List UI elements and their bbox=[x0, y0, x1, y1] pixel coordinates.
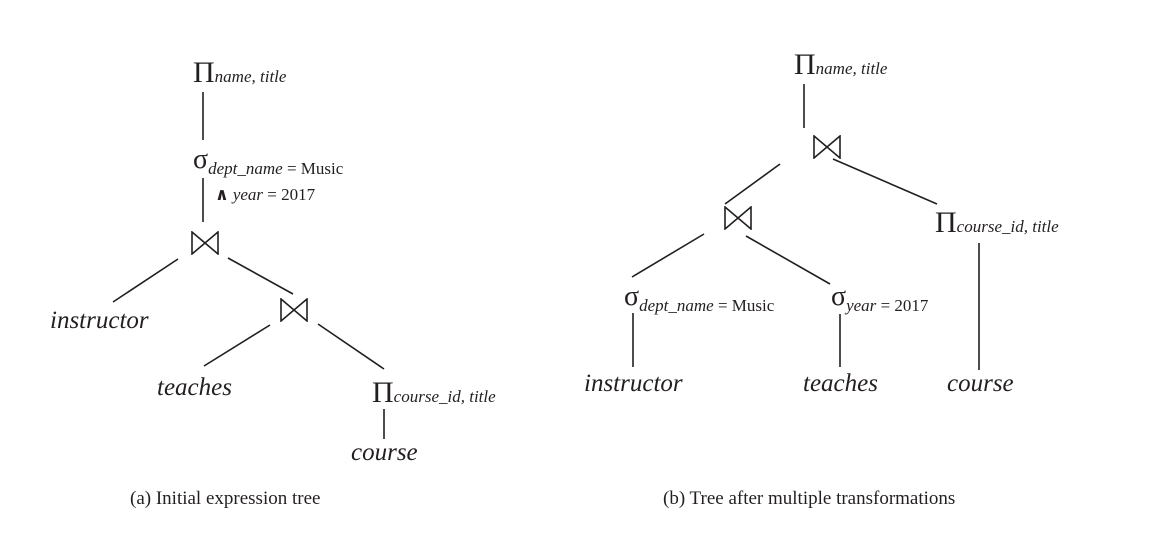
a-selection: σdept_name = Music bbox=[193, 144, 343, 178]
edge-a-innerjoin-proj bbox=[317, 323, 385, 370]
caption-a: (a) Initial expression tree bbox=[130, 488, 321, 509]
a-join-top-icon bbox=[191, 231, 219, 255]
projection-symbol: Π bbox=[372, 376, 394, 409]
a-root-projection: Πname, title bbox=[193, 58, 286, 88]
projection-symbol: Π bbox=[935, 206, 957, 239]
edge-b-join-proj bbox=[832, 158, 938, 205]
projection-attrs: course_id, title bbox=[956, 217, 1059, 236]
b-join-top-icon bbox=[813, 135, 841, 159]
selection-value: = Music bbox=[713, 296, 775, 315]
a-selection-line2: ∧ year = 2017 bbox=[215, 186, 315, 204]
selection-cond1-attr: dept_name bbox=[208, 159, 283, 178]
b-root-projection: Πname, title bbox=[794, 50, 887, 80]
selection-attr: year bbox=[846, 296, 877, 315]
a-inner-projection: Πcourse_id, title bbox=[372, 378, 496, 408]
b-join-inner-icon bbox=[724, 206, 752, 230]
edge-a-join-instructor bbox=[112, 258, 179, 303]
b-selection-dept: σdept_name = Music bbox=[624, 281, 774, 315]
b-relation-teaches: teaches bbox=[803, 370, 878, 397]
selection-attr: dept_name bbox=[639, 296, 714, 315]
b-relation-course: course bbox=[947, 370, 1014, 397]
edge-b-innerjoin-selyear bbox=[745, 235, 831, 285]
projection-attrs: name, title bbox=[815, 59, 888, 78]
a-relation-course: course bbox=[351, 439, 418, 466]
projection-symbol: Π bbox=[193, 56, 215, 89]
edge-a-innerjoin-teaches bbox=[203, 324, 271, 367]
projection-symbol: Π bbox=[794, 48, 816, 81]
projection-attrs: course_id, title bbox=[393, 387, 496, 406]
b-selection-year: σyear = 2017 bbox=[831, 281, 928, 315]
selection-symbol: σ bbox=[831, 281, 847, 312]
edge-a-join-innerjoin bbox=[227, 257, 294, 295]
selection-cond2-value: = 2017 bbox=[263, 185, 316, 204]
a-relation-teaches: teaches bbox=[157, 374, 232, 401]
caption-b: (b) Tree after multiple transformations bbox=[663, 488, 956, 509]
b-relation-instructor: instructor bbox=[584, 370, 683, 397]
selection-symbol: σ bbox=[624, 281, 640, 312]
edge-b-join-innerjoin bbox=[724, 163, 781, 205]
projection-attrs: name, title bbox=[214, 67, 287, 86]
and-symbol: ∧ bbox=[215, 185, 229, 204]
edge-b-innerjoin-seldept bbox=[631, 233, 705, 278]
selection-symbol: σ bbox=[193, 144, 209, 175]
a-join-inner-icon bbox=[280, 298, 308, 322]
a-relation-instructor: instructor bbox=[50, 307, 149, 334]
selection-cond1-value: = Music bbox=[282, 159, 344, 178]
b-projection-course: Πcourse_id, title bbox=[935, 208, 1059, 238]
selection-cond2-attr: year bbox=[232, 185, 264, 204]
selection-value: = 2017 bbox=[876, 296, 929, 315]
